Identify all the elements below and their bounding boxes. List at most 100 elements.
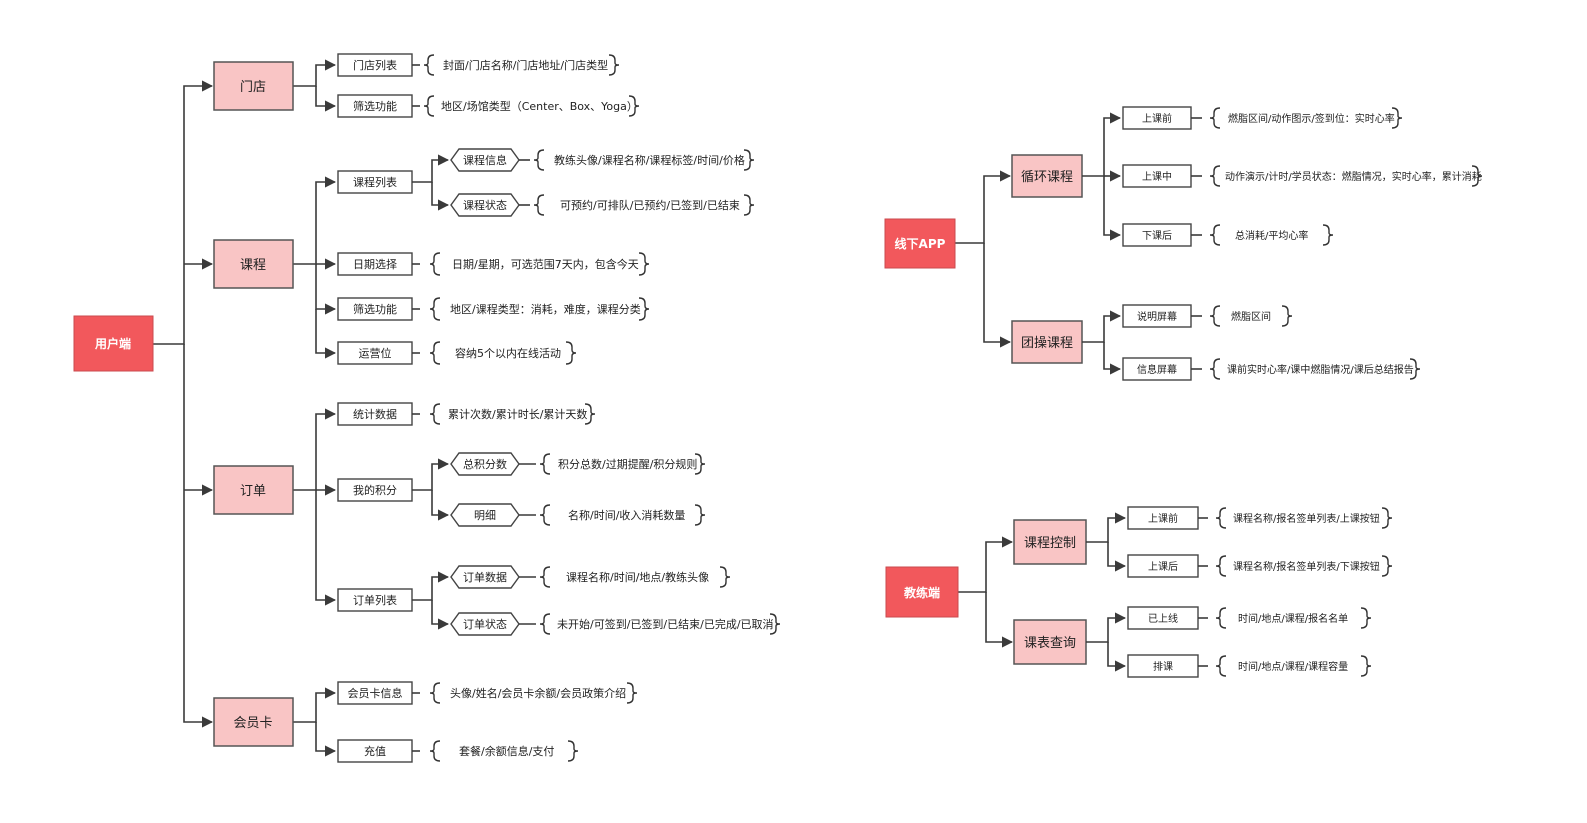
connector [431, 490, 450, 521]
brace-close [1471, 165, 1483, 187]
node-cycle-after-label: 下课后 [1142, 230, 1172, 242]
node-course-status[interactable] [450, 193, 520, 217]
connector [315, 490, 337, 606]
brace-open [1209, 358, 1221, 380]
stats-detail: 累计次数/累计时长/累计天数 [448, 407, 587, 421]
brace-close [1281, 305, 1293, 327]
brace-close [1360, 607, 1372, 629]
node-course-control-label: 课程控制 [1024, 536, 1076, 551]
node-total-points-label: 总积分数 [463, 457, 507, 471]
offline-app-branch: 线下APP 循环课程 上课前 燃脂区间/动作图示/签到位：实时心率 上课中 动作… [884, 106, 1483, 381]
node-store-filter-label: 筛选功能 [353, 99, 397, 113]
connector [1103, 176, 1122, 241]
brace-open [429, 297, 441, 321]
card-info-detail: 头像/姓名/会员卡余额/会员政策介绍 [450, 686, 626, 700]
node-order-data-label: 订单数据 [463, 570, 507, 584]
node-order-status[interactable] [450, 612, 520, 636]
node-order-data[interactable] [450, 565, 520, 589]
total-points-detail: 积分总数/过期提醒/积分规则 [558, 457, 697, 471]
brace-close [1391, 107, 1403, 129]
node-explain-screen-label: 说明屏幕 [1137, 310, 1177, 323]
order-data-detail: 课程名称/时间/地点/教练头像 [566, 570, 709, 584]
node-order-status-label: 订单状态 [463, 617, 507, 631]
root-node-user[interactable] [73, 315, 154, 372]
connector [315, 264, 337, 315]
root-node-coach[interactable] [885, 566, 959, 618]
schedule-arrange-detail: 时间/地点/课程/课程容量 [1238, 660, 1348, 673]
connector [293, 687, 337, 723]
node-store[interactable] [213, 61, 294, 111]
node-schedule-arrange-label: 排课 [1153, 660, 1173, 673]
brace-open [1215, 507, 1227, 529]
brace-open [539, 453, 551, 475]
connector [1086, 512, 1127, 543]
node-order[interactable] [213, 465, 294, 515]
brace-close [1322, 224, 1334, 246]
brace-open [1215, 655, 1227, 677]
node-member-card-label: 会员卡 [233, 716, 272, 731]
brace-close [769, 613, 781, 635]
brace-close [1381, 507, 1393, 529]
node-course-info[interactable] [450, 148, 520, 172]
brace-open [1215, 607, 1227, 629]
node-total-points[interactable] [450, 452, 520, 476]
node-date-select-label: 日期选择 [353, 257, 397, 271]
order-status-detail: 未开始/可签到/已签到/已结束/已完成/已取消 [557, 617, 774, 631]
node-recharge-label: 充值 [364, 744, 386, 758]
node-points-detail[interactable] [450, 503, 520, 527]
brace-close [626, 682, 638, 704]
node-order-label: 订单 [240, 484, 266, 499]
connector [153, 80, 214, 345]
date-select-detail: 日期/星期，可选范围7天内，包含今天 [452, 257, 639, 271]
node-course-label: 课程 [240, 258, 266, 273]
connector [985, 592, 1014, 648]
connector [1086, 612, 1127, 643]
brace-close [608, 54, 620, 76]
node-schedule-query[interactable] [1013, 619, 1087, 665]
node-course-list-label: 课程列表 [353, 175, 397, 189]
brace-open [1209, 107, 1221, 129]
points-detail-detail: 名称/时间/收入消耗数量 [568, 508, 685, 522]
node-course[interactable] [213, 239, 294, 289]
ops-slot-detail: 容纳5个以内在线活动 [455, 346, 561, 360]
coach-side-branch: 教练端 课程控制 上课前 课程名称/报名签单列表/上课按钮 上课后 课程名称/报… [885, 506, 1393, 678]
node-control-before-label: 上课前 [1148, 512, 1178, 525]
brace-open [533, 149, 545, 171]
node-group-course[interactable] [1011, 320, 1083, 364]
brace-close [567, 740, 579, 762]
brace-open [1209, 224, 1221, 246]
connector [431, 182, 450, 211]
connector [1082, 112, 1122, 177]
course-filter-detail: 地区/课程类型：消耗，难度，课程分类 [450, 302, 641, 316]
connector [315, 309, 337, 359]
node-course-status-label: 课程状态 [463, 198, 507, 212]
root-node-offline-app[interactable] [884, 218, 956, 269]
node-schedule-query-label: 课表查询 [1024, 636, 1076, 651]
node-cycle-before-label: 上课前 [1142, 112, 1172, 125]
brace-close [743, 149, 755, 171]
connector [412, 154, 450, 183]
brace-close [694, 504, 706, 526]
cycle-during-detail: 动作演示/计时/学员状态：燃脂情况，实时心率，累计消耗 [1225, 170, 1482, 183]
connector [958, 536, 1014, 593]
connector [293, 59, 337, 87]
connector [315, 722, 337, 757]
node-my-points-label: 我的积分 [353, 483, 397, 497]
brace-open [429, 682, 441, 704]
cycle-before-detail: 燃脂区间/动作图示/签到位：实时心率 [1228, 112, 1395, 125]
node-member-card[interactable] [213, 697, 294, 747]
connector [412, 571, 450, 601]
node-schedule-online-label: 已上线 [1148, 612, 1178, 625]
course-status-detail: 可预约/可排队/已预约/已签到/已结束 [560, 198, 740, 212]
connector [183, 344, 214, 728]
connector [1107, 642, 1127, 672]
connector [293, 408, 337, 491]
brace-open [539, 566, 551, 588]
node-cycle-course[interactable] [1011, 154, 1083, 198]
brace-close [694, 453, 706, 475]
node-control-after-label: 上课后 [1148, 561, 1178, 573]
brace-open [429, 740, 441, 762]
brace-close [584, 403, 596, 425]
brace-open [423, 54, 435, 76]
